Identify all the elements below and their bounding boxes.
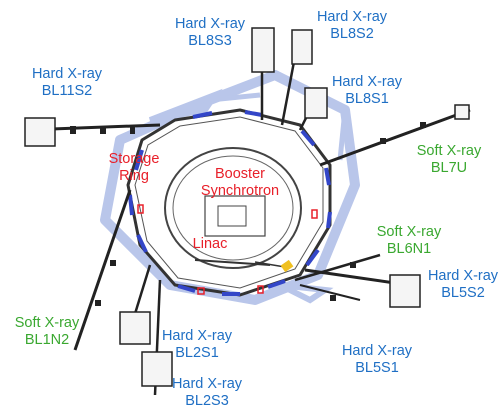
label-bl2s3-line2: BL2S3 [185, 393, 229, 408]
label-bl8s1-line2: BL8S1 [345, 91, 389, 107]
ring-magnets [128, 110, 332, 296]
label-bl8s1: Hard X-ray BL8S1 [332, 74, 402, 108]
label-booster: Booster Synchrotron [201, 166, 279, 200]
hutch-bl2s1 [119, 311, 151, 345]
beamline-components [70, 122, 426, 306]
label-bl11s2-line2: BL11S2 [41, 83, 93, 99]
hutch-bl5s2 [389, 274, 421, 308]
label-linac-line1: Linac [192, 236, 228, 252]
label-bl7u-line2: BL7U [430, 160, 468, 176]
label-bl1n2-line2: BL1N2 [24, 332, 70, 348]
label-bl5s1-line1: Hard X-ray [341, 343, 413, 359]
label-bl5s1-line2: BL5S1 [355, 360, 399, 376]
label-storage-ring: Storage Ring [109, 151, 160, 185]
label-bl2s1-line1: Hard X-ray [161, 328, 233, 344]
highlight-marker [280, 259, 294, 273]
label-bl2s3: Hard X-ray BL2S3 [172, 376, 242, 408]
label-bl8s3: Hard X-ray BL8S3 [175, 16, 245, 50]
label-linac: Linac [193, 236, 228, 253]
hutch-bl11s2 [24, 117, 56, 147]
label-bl8s2: Hard X-ray BL8S2 [317, 9, 387, 43]
hutch-bl8s2 [291, 29, 313, 65]
label-booster-line1: Booster [215, 166, 265, 182]
label-bl7u: Soft X-ray BL7U [417, 143, 481, 177]
label-bl7u-line1: Soft X-ray [416, 143, 482, 159]
hutch-bl8s1 [304, 87, 328, 119]
booster-ring [164, 147, 302, 269]
label-bl5s1: Hard X-ray BL5S1 [342, 343, 412, 377]
label-bl11s2-line1: Hard X-ray [31, 66, 103, 82]
hutch-bl7u [454, 104, 470, 120]
label-bl5s2-line1: Hard X-ray [427, 268, 499, 284]
red-markers [137, 204, 318, 295]
label-bl8s2-line2: BL8S2 [330, 26, 374, 42]
label-bl8s2-line1: Hard X-ray [316, 9, 388, 25]
label-storage-ring-line2: Ring [119, 168, 149, 184]
linac [194, 259, 286, 268]
label-bl2s1-line2: BL2S1 [175, 345, 219, 361]
label-bl5s2-line2: BL5S2 [441, 285, 485, 301]
hutch-bl8s3 [251, 27, 275, 73]
label-bl11s2: Hard X-ray BL11S2 [32, 66, 102, 100]
label-bl8s3-line2: BL8S3 [188, 33, 232, 49]
label-storage-ring-line1: Storage [108, 151, 160, 167]
label-bl6n1-line1: Soft X-ray [376, 224, 442, 240]
label-bl8s1-line1: Hard X-ray [331, 74, 403, 90]
hutches [24, 27, 470, 387]
label-bl6n1: Soft X-ray BL6N1 [377, 224, 441, 258]
label-bl2s1: Hard X-ray BL2S1 [162, 328, 232, 362]
label-bl2s3-line1: Hard X-ray [171, 376, 243, 392]
label-bl1n2-line1: Soft X-ray [14, 315, 80, 331]
label-bl6n1-line2: BL6N1 [386, 241, 432, 257]
label-booster-line2: Synchrotron [200, 183, 280, 199]
label-bl8s3-line1: Hard X-ray [174, 16, 246, 32]
label-bl5s2: Hard X-ray BL5S2 [428, 268, 498, 302]
label-bl1n2: Soft X-ray BL1N2 [15, 315, 79, 349]
hutch-bl2s3 [141, 351, 173, 387]
